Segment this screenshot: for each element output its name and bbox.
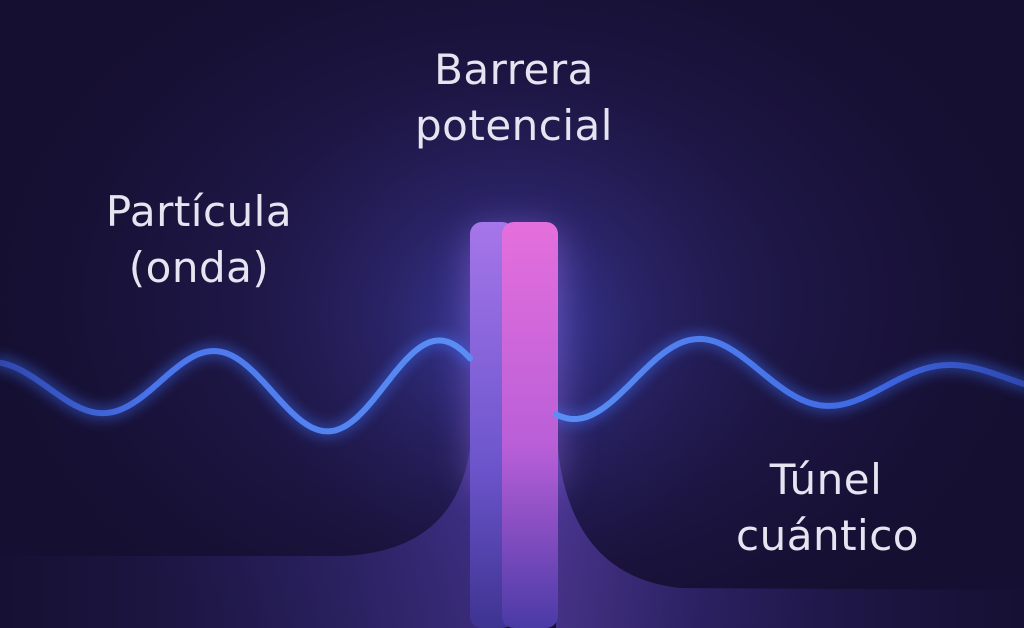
barrier-label: Barrera potencial <box>402 42 626 154</box>
tunnel-label-line-1: Túnel <box>769 455 883 504</box>
particle-label-line-2: (onda) <box>128 243 270 292</box>
particle-label: Partícula (onda) <box>94 184 304 296</box>
potential-base-right <box>556 420 1024 628</box>
barrier-label-line-1: Barrera <box>434 45 594 94</box>
barrier-front-column <box>502 222 558 628</box>
particle-label-line-1: Partícula <box>105 187 293 236</box>
potential-base-left <box>0 420 502 628</box>
barrier-label-line-2: potencial <box>415 101 613 150</box>
tunnel-label-line-2: cuántico <box>736 511 919 560</box>
wave-line <box>0 335 1024 435</box>
tunnel-label: Túnel cuántico <box>736 452 919 564</box>
